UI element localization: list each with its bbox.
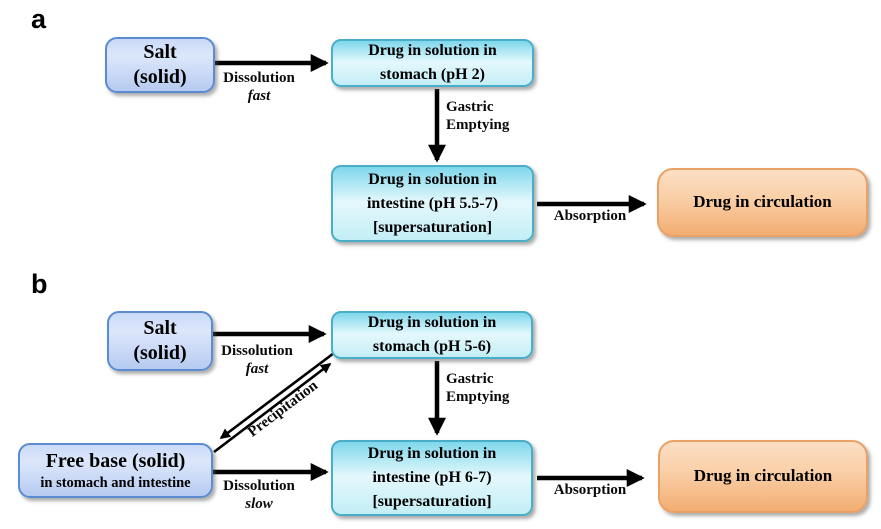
edge-label-dissolution-freebase-b: Dissolution slow: [207, 477, 311, 513]
node-intestine-a-line2: intestine (pH 5.5-7): [366, 194, 499, 212]
node-salt-b-line2: (solid): [133, 342, 187, 364]
edge-label-gastric-a-line1: Gastric: [446, 99, 494, 115]
edge-label-dissolution-freebase-b-text: Dissolution: [223, 478, 295, 494]
node-freebase-b: Free base (solid) in stomach and intesti…: [18, 443, 213, 498]
node-stomach-b-line1: Drug in solution in: [367, 314, 497, 331]
node-circulation-a-label: Drug in circulation: [693, 192, 832, 212]
node-salt-a: Salt (solid): [105, 37, 215, 93]
arrow-precipitation-up: [213, 362, 332, 454]
node-freebase-b-line1: Free base (solid): [45, 449, 186, 472]
edge-label-absorption-a-text: Absorption: [553, 208, 627, 224]
node-intestine-b-line1: Drug in solution in: [367, 445, 497, 462]
node-circulation-b-label: Drug in circulation: [693, 466, 833, 486]
panel-a-label: a: [31, 4, 47, 34]
node-salt-b-line1: Salt: [143, 317, 177, 339]
edge-label-gastric-a: Gastric Emptying: [446, 98, 509, 134]
node-circulation-b: Drug in circulation: [658, 440, 868, 513]
node-stomach-b: Drug in solution in stomach (pH 5-6): [331, 311, 533, 359]
node-intestine-a-line1: Drug in solution in: [368, 170, 497, 188]
edge-label-dissolution-a: Dissolution fast: [207, 69, 311, 105]
node-stomach-a-line2: stomach (pH 2): [380, 66, 485, 83]
node-intestine-b-line3: [supersaturation]: [372, 493, 492, 510]
node-stomach-a: Drug in solution in stomach (pH 2): [331, 39, 534, 87]
edge-label-gastric-b: Gastric Emptying: [446, 370, 509, 406]
node-stomach-b-line2: stomach (pH 5-6): [372, 338, 492, 355]
edge-label-dissolution-a-text: Dissolution: [223, 70, 295, 86]
edge-label-gastric-b-line2: Emptying: [446, 389, 510, 405]
edge-label-absorption-a: Absorption: [533, 207, 647, 225]
node-salt-b: Salt (solid): [107, 311, 213, 371]
panel-b-label: b: [31, 269, 48, 299]
edge-label-gastric-b-line1: Gastric: [446, 371, 494, 387]
node-intestine-a-line3: [supersaturation]: [372, 218, 493, 236]
edge-label-dissolution-a-rate: fast: [247, 88, 271, 104]
node-freebase-b-line2: in stomach and intestine: [40, 474, 191, 491]
edge-label-dissolution-salt-b-text: Dissolution: [221, 343, 293, 359]
edge-label-absorption-b-text: Absorption: [553, 482, 627, 498]
node-circulation-a: Drug in circulation: [657, 168, 868, 237]
node-stomach-a-line1: Drug in solution in: [368, 42, 497, 59]
node-intestine-b-line2: intestine (pH 6-7): [372, 469, 492, 486]
arrow-precipitation-down: [219, 348, 339, 440]
node-salt-a-line2: (solid): [133, 66, 187, 88]
edge-label-absorption-b: Absorption: [533, 481, 647, 499]
node-intestine-b: Drug in solution in intestine (pH 6-7) […: [331, 440, 533, 516]
node-intestine-a: Drug in solution in intestine (pH 5.5-7)…: [331, 165, 534, 242]
edge-label-dissolution-salt-b-rate: fast: [245, 361, 269, 377]
edge-label-dissolution-freebase-b-rate: slow: [245, 496, 273, 512]
edge-label-dissolution-salt-b: Dissolution fast: [205, 342, 309, 378]
edge-label-gastric-a-line2: Emptying: [446, 117, 510, 133]
node-salt-a-line1: Salt: [143, 41, 177, 63]
